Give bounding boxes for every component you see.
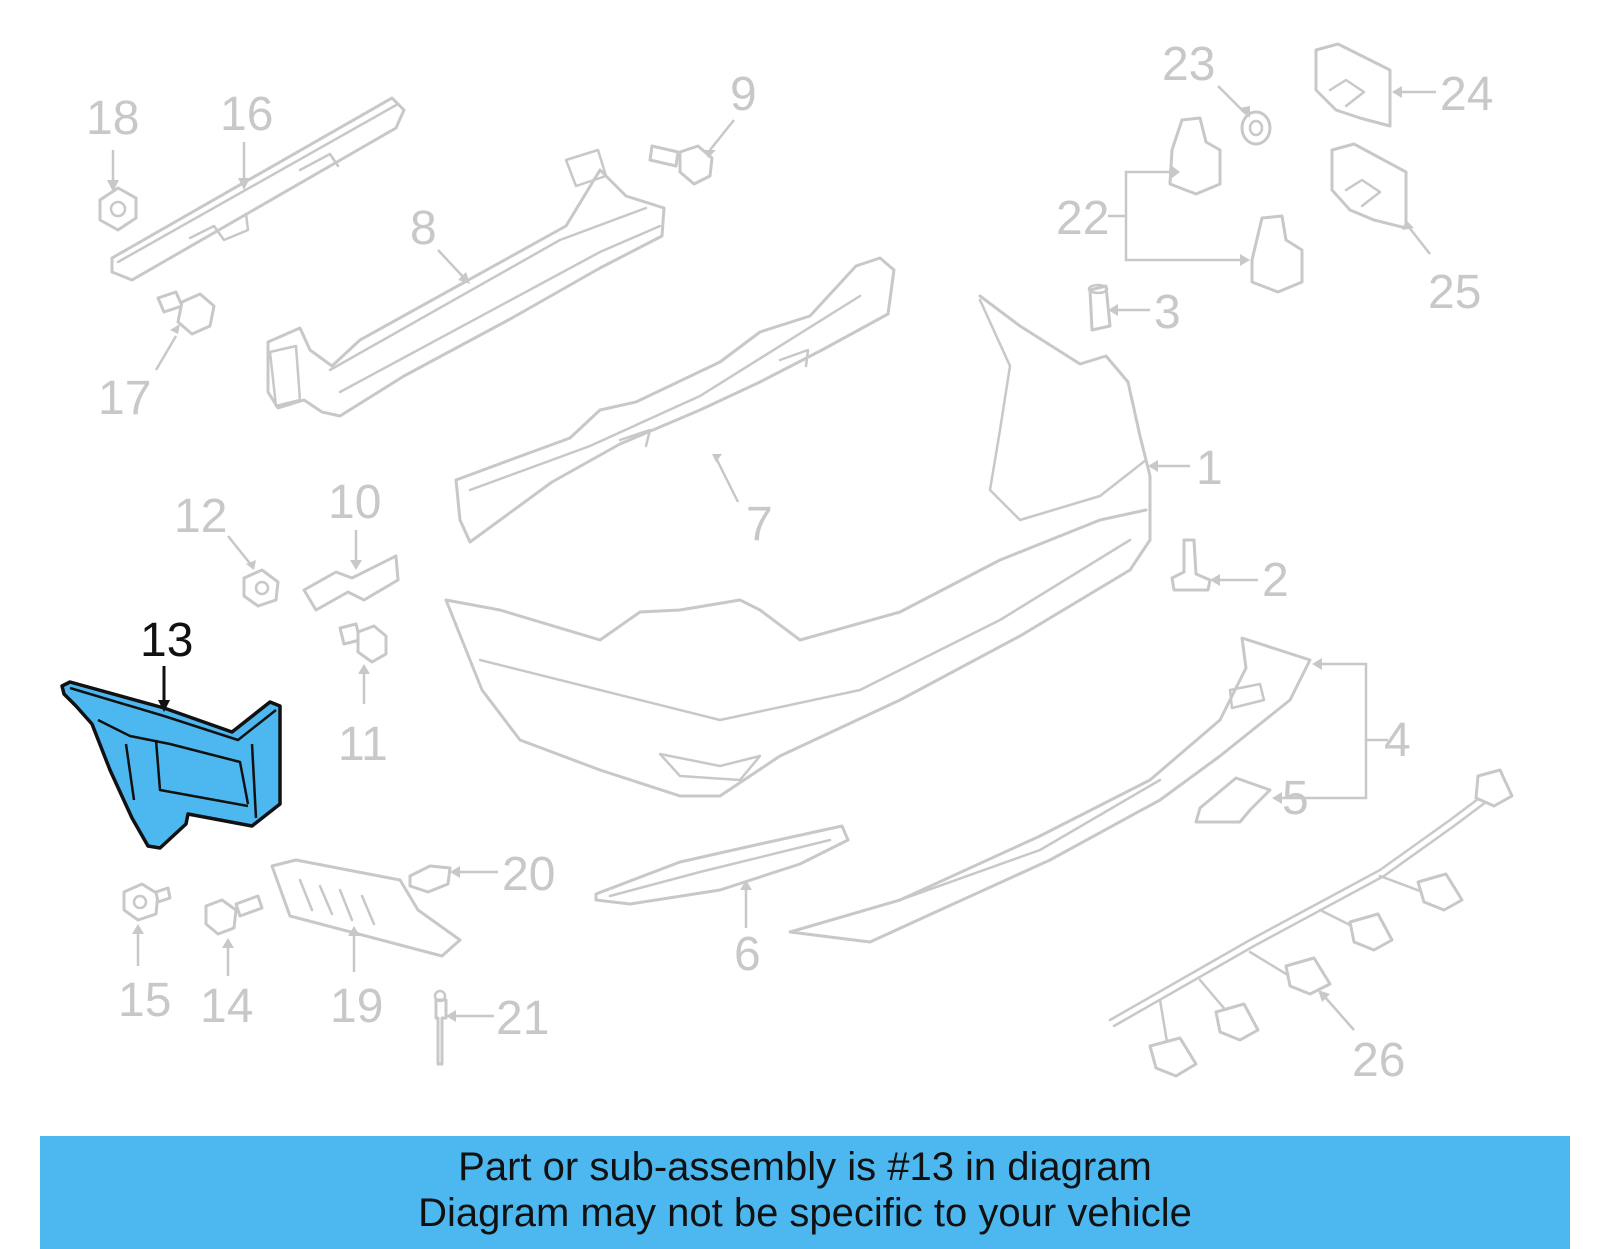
callout-24: 24 bbox=[1440, 68, 1493, 121]
part-2-pin bbox=[1170, 538, 1212, 592]
callout-17: 17 bbox=[98, 372, 151, 425]
callout-labels: 1 2 3 4 5 6 7 8 9 10 11 12 13 14 15 16 1… bbox=[86, 38, 1493, 1087]
callout-12: 12 bbox=[174, 490, 227, 543]
part-6-molding bbox=[594, 824, 850, 906]
part-19-bracket bbox=[270, 858, 462, 958]
callout-2: 2 bbox=[1262, 554, 1289, 607]
part-4-valance bbox=[788, 636, 1312, 944]
callout-26: 26 bbox=[1352, 1034, 1405, 1087]
callout-9: 9 bbox=[730, 68, 757, 121]
callout-6: 6 bbox=[734, 928, 761, 981]
callout-16: 16 bbox=[220, 88, 273, 141]
callout-21: 21 bbox=[496, 992, 549, 1045]
part-20-clip bbox=[408, 864, 452, 894]
banner-line-part: Part or sub-assembly is #13 in diagram bbox=[458, 1145, 1152, 1189]
leader-lines bbox=[111, 85, 1436, 1031]
part-16-strip bbox=[110, 96, 406, 282]
part-9-bolt bbox=[648, 144, 714, 186]
part-3-clip bbox=[1087, 283, 1112, 332]
callout-22: 22 bbox=[1056, 192, 1109, 245]
part-18-nut bbox=[98, 186, 138, 232]
part-11-bolt bbox=[338, 622, 388, 664]
callout-14: 14 bbox=[200, 980, 253, 1033]
arrowheads bbox=[107, 86, 1414, 1022]
part-22-sensors bbox=[1168, 116, 1304, 294]
callout-18: 18 bbox=[86, 92, 139, 145]
callout-20: 20 bbox=[502, 848, 555, 901]
callout-13: 13 bbox=[140, 614, 193, 667]
part-24-bracket bbox=[1314, 42, 1392, 128]
part-8-reinforcement bbox=[266, 148, 666, 418]
callout-3: 3 bbox=[1154, 286, 1181, 339]
part-12-nut bbox=[242, 568, 280, 608]
callout-10: 10 bbox=[328, 476, 381, 529]
banner-line-disclaimer: Diagram may not be specific to your vehi… bbox=[418, 1191, 1192, 1235]
part-7-absorber bbox=[454, 256, 896, 544]
callout-8: 8 bbox=[410, 202, 437, 255]
callout-1: 1 bbox=[1196, 442, 1223, 495]
callout-19: 19 bbox=[330, 980, 383, 1033]
info-banner: Part or sub-assembly is #13 in diagram D… bbox=[40, 1136, 1570, 1249]
callout-11: 11 bbox=[338, 718, 388, 771]
callout-5: 5 bbox=[1282, 772, 1309, 825]
part-1-bumper-cover bbox=[444, 294, 1152, 798]
part-15-nut bbox=[122, 882, 172, 922]
part-14-bolt bbox=[204, 894, 264, 936]
callout-4: 4 bbox=[1384, 714, 1411, 767]
part-17-bolt bbox=[156, 290, 216, 336]
callout-7: 7 bbox=[746, 498, 773, 551]
part-5-bracket bbox=[1194, 776, 1272, 824]
part-25-bracket bbox=[1330, 142, 1408, 230]
part-26-harness bbox=[1108, 768, 1514, 1078]
part-23-grommet bbox=[1240, 110, 1272, 146]
part-13-bracket-highlighted[interactable] bbox=[60, 680, 282, 850]
callout-15: 15 bbox=[118, 974, 171, 1027]
callout-25: 25 bbox=[1428, 266, 1481, 319]
part-21-rivet bbox=[433, 989, 448, 1066]
callout-23: 23 bbox=[1162, 38, 1215, 91]
part-10-bracket bbox=[302, 554, 400, 612]
